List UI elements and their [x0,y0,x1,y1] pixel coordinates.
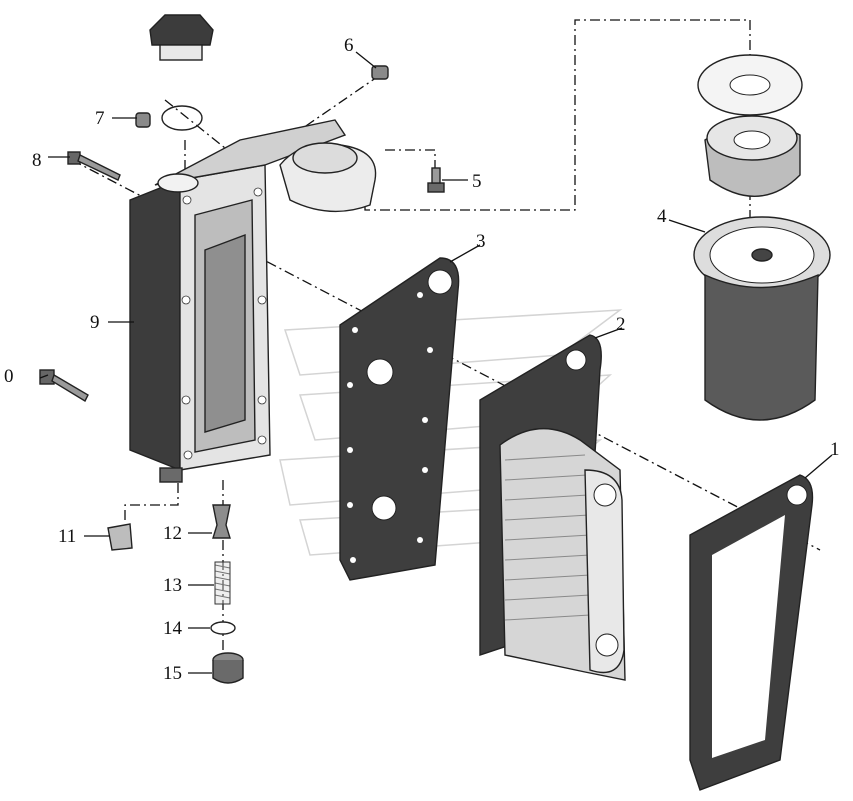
callout-3: 3 [476,231,486,252]
part-5-bolt [427,167,445,193]
callout-6: 6 [344,35,354,56]
part-12-valve [212,504,231,539]
callout-7: 7 [95,108,105,129]
part-13-spring [214,561,231,605]
callout-4: 4 [657,206,667,227]
part-8-bolt [67,151,121,181]
part-2-oil-cooler [479,334,626,681]
callout-15: 15 [163,663,182,684]
callout-13: 13 [163,575,182,596]
callout-1: 1 [830,439,840,460]
callout-0: 0 [4,366,14,387]
part-14-washer [210,621,236,635]
part-15-drain-plug [212,652,244,684]
top-filler-plug [149,14,214,61]
callout-labels: 0 1 2 3 4 5 6 7 8 9 11 12 13 14 15 [4,35,840,684]
part-7-plug [135,112,151,128]
part-4-filter-assembly [693,54,831,421]
callout-8: 8 [32,150,42,171]
callout-2: 2 [616,314,626,335]
part-9-oil-filter-housing [129,119,377,483]
part-0-bolt [39,369,89,402]
callout-14: 14 [163,618,183,639]
part-6-plug [371,65,389,80]
top-o-ring [161,105,203,131]
callout-5: 5 [472,171,482,192]
callout-11: 11 [58,526,76,547]
leader-lines [39,51,833,674]
part-1-gasket-frame [689,474,814,791]
callout-12: 12 [163,523,182,544]
callout-9: 9 [90,312,100,333]
part-11-cap [107,523,133,551]
part-3-gasket [339,257,460,581]
